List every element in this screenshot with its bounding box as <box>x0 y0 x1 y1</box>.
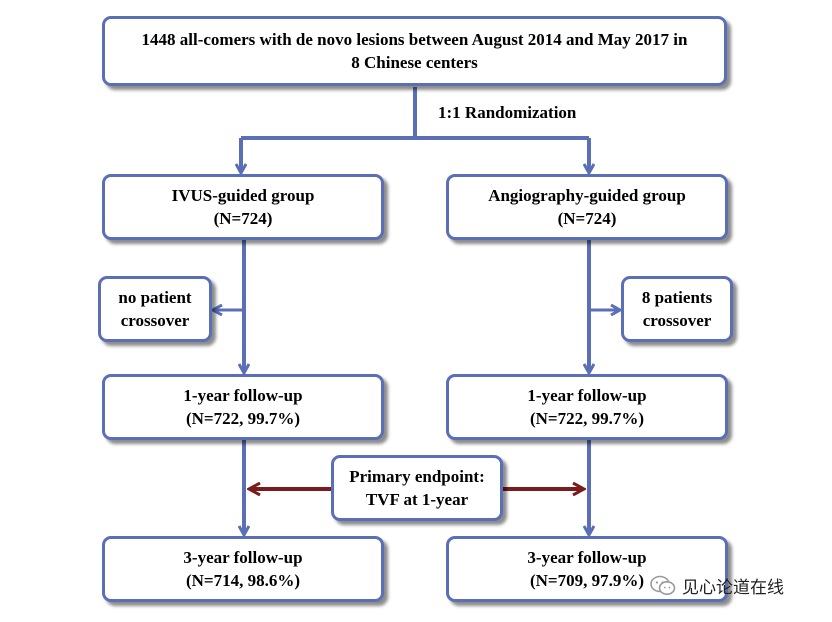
ivus-3yr-count: (N=714, 98.6%) <box>185 571 301 590</box>
randomization-label: 1:1 Randomization <box>438 103 577 122</box>
ivus-1yr-title: 1-year follow-up <box>183 386 303 405</box>
ivus-crossover-line-1: no patient <box>118 288 192 307</box>
angio-3yr-title: 3-year follow-up <box>527 548 647 567</box>
ivus-3yr-followup-box: 3-year follow-up (N=714, 98.6%) <box>102 536 384 602</box>
angio-group-title: Angiography-guided group <box>488 186 686 205</box>
endpoint-line-2: TVF at 1-year <box>365 490 469 509</box>
angio-crossover-line-1: 8 patients <box>641 288 713 307</box>
angio-1yr-title: 1-year follow-up <box>527 386 647 405</box>
angio-1yr-followup-box: 1-year follow-up (N=722, 99.7%) <box>446 374 728 440</box>
ivus-group-box: IVUS-guided group (N=724) <box>102 174 384 240</box>
wechat-icon <box>650 575 676 595</box>
angio-group-count: (N=724) <box>557 209 617 228</box>
ivus-crossover-line-2: crossover <box>120 311 190 330</box>
angio-group-box: Angiography-guided group (N=724) <box>446 174 728 240</box>
ivus-group-title: IVUS-guided group <box>171 186 315 205</box>
watermark-text: 见心论道在线 <box>682 578 784 598</box>
primary-endpoint-box: Primary endpoint: TVF at 1-year <box>331 455 503 521</box>
ivus-crossover-box: no patient crossover <box>98 276 212 342</box>
watermark: 见心论道在线 <box>650 573 784 598</box>
angio-3yr-followup-box: 3-year follow-up (N=709, 97.9%) <box>446 536 728 602</box>
angio-3yr-count: (N=709, 97.9%) <box>529 571 645 590</box>
enrollment-line-1: 1448 all-comers with de novo lesions bet… <box>141 30 688 49</box>
ivus-group-count: (N=724) <box>213 209 273 228</box>
ivus-1yr-followup-box: 1-year follow-up (N=722, 99.7%) <box>102 374 384 440</box>
angio-crossover-box: 8 patients crossover <box>621 276 733 342</box>
ivus-3yr-title: 3-year follow-up <box>183 548 303 567</box>
enrollment-line-2: 8 Chinese centers <box>351 53 478 72</box>
enrollment-box: 1448 all-comers with de novo lesions bet… <box>102 16 727 86</box>
endpoint-line-1: Primary endpoint: <box>349 467 485 486</box>
angio-crossover-line-2: crossover <box>642 311 712 330</box>
ivus-1yr-count: (N=722, 99.7%) <box>185 409 301 428</box>
angio-1yr-count: (N=722, 99.7%) <box>529 409 645 428</box>
